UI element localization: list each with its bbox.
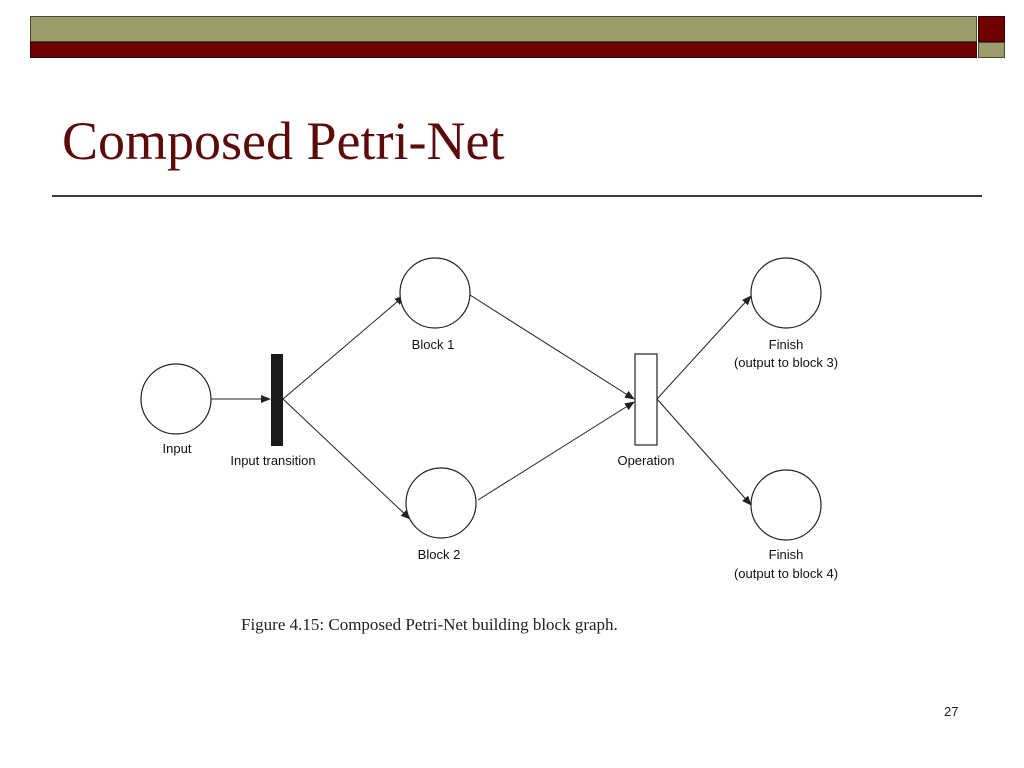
arc-block2-to-operation (477, 401, 635, 501)
header-band (30, 16, 1005, 58)
label-finish3-sub: (output to block 3) (734, 355, 838, 370)
arc-operation-to-finish4 (656, 398, 752, 506)
place-block2 (405, 467, 477, 539)
place-input (140, 363, 212, 435)
place-finish4 (750, 469, 822, 541)
label-finish4: Finish (769, 547, 804, 562)
page-number: 27 (944, 704, 959, 719)
arc-operation-to-finish3 (656, 295, 752, 400)
header-band-maroon (30, 42, 977, 58)
label-input-transition: Input transition (230, 453, 315, 468)
header-band-olive (30, 16, 977, 42)
arc-transition-to-block1 (282, 295, 405, 400)
transition-operation (634, 353, 658, 446)
place-finish3 (750, 257, 822, 329)
place-block1 (399, 257, 471, 329)
slide-title: Composed Petri-Net (62, 111, 505, 171)
header-corner-maroon (978, 16, 1005, 42)
label-finish3: Finish (769, 337, 804, 352)
label-finish4-sub: (output to block 4) (734, 566, 838, 581)
header-corner-olive (978, 42, 1005, 58)
arc-block1-to-operation (469, 294, 635, 400)
arc-transition-to-block2 (282, 398, 411, 520)
figure-caption: Figure 4.15: Composed Petri-Net building… (241, 615, 618, 634)
label-input: Input (163, 441, 192, 456)
label-block1: Block 1 (412, 337, 455, 352)
label-operation: Operation (617, 453, 674, 468)
title-rule (52, 195, 982, 197)
transition-input (271, 354, 283, 446)
label-block2: Block 2 (418, 547, 461, 562)
